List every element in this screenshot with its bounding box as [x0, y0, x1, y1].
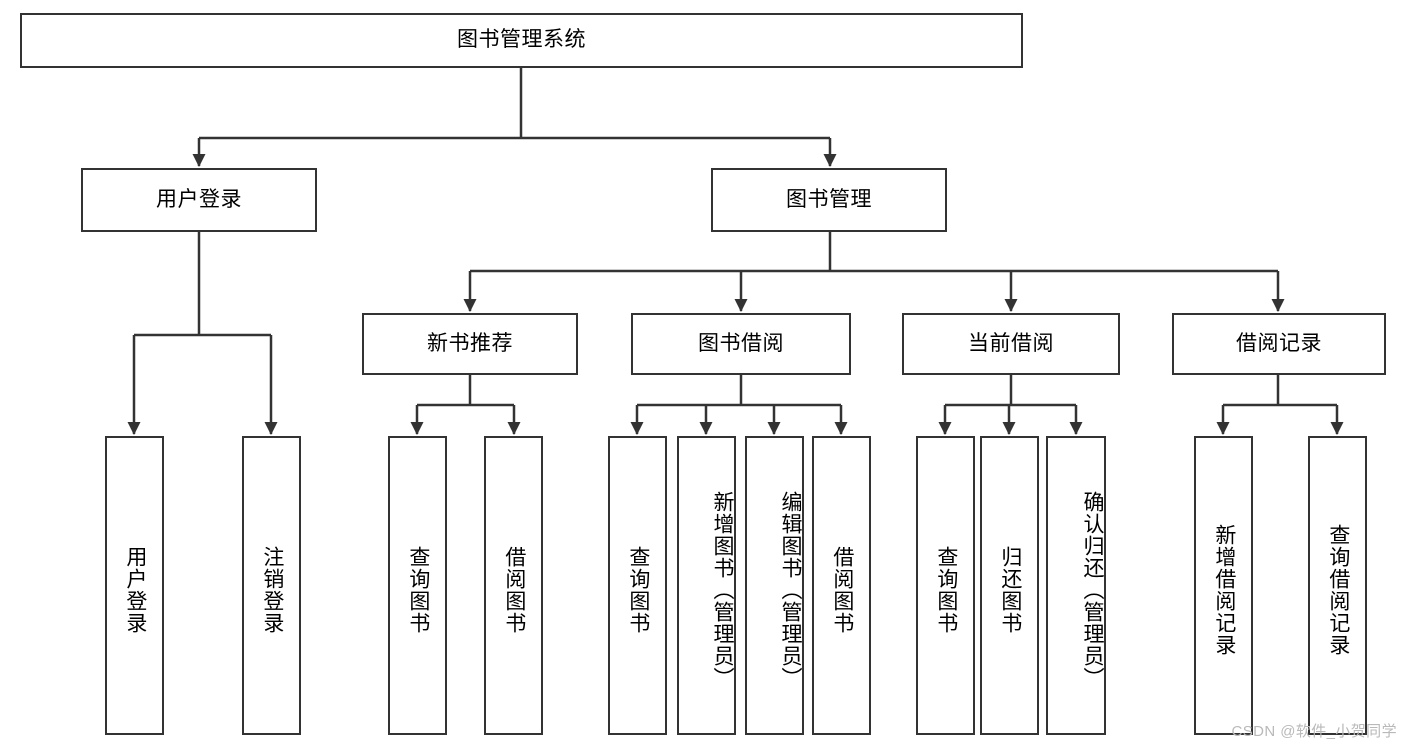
node-book-borrow[interactable]: 图书借阅	[631, 313, 851, 375]
csdn-watermark: CSDN @软件_小贺同学	[1231, 723, 1397, 740]
leaf-user-login[interactable]: 用户登录	[105, 436, 164, 735]
node-borrow-record[interactable]: 借阅记录	[1172, 313, 1386, 375]
leaf-cb-confirm-return-admin[interactable]: 确认归还（管理员）	[1046, 436, 1106, 735]
node-new-book-recommend[interactable]: 新书推荐	[362, 313, 578, 375]
leaf-cb-return-book[interactable]: 归还图书	[980, 436, 1039, 735]
leaf-cb-query-book[interactable]: 查询图书	[916, 436, 975, 735]
leaf-br-add-record[interactable]: 新增借阅记录	[1194, 436, 1253, 735]
node-current-borrow[interactable]: 当前借阅	[902, 313, 1120, 375]
leaf-nb-borrow-book[interactable]: 借阅图书	[484, 436, 543, 735]
leaf-bb-add-book-admin[interactable]: 新增图书（管理员）	[677, 436, 736, 735]
leaf-br-query-record[interactable]: 查询借阅记录	[1308, 436, 1367, 735]
leaf-bb-edit-book-admin[interactable]: 编辑图书（管理员）	[745, 436, 804, 735]
leaf-bb-query-book[interactable]: 查询图书	[608, 436, 667, 735]
leaf-logout[interactable]: 注销登录	[242, 436, 301, 735]
leaf-nb-query-book[interactable]: 查询图书	[388, 436, 447, 735]
node-root-book-management-system[interactable]: 图书管理系统	[20, 13, 1023, 68]
leaf-bb-borrow-book[interactable]: 借阅图书	[812, 436, 871, 735]
node-book-management[interactable]: 图书管理	[711, 168, 947, 232]
node-user-login[interactable]: 用户登录	[81, 168, 317, 232]
